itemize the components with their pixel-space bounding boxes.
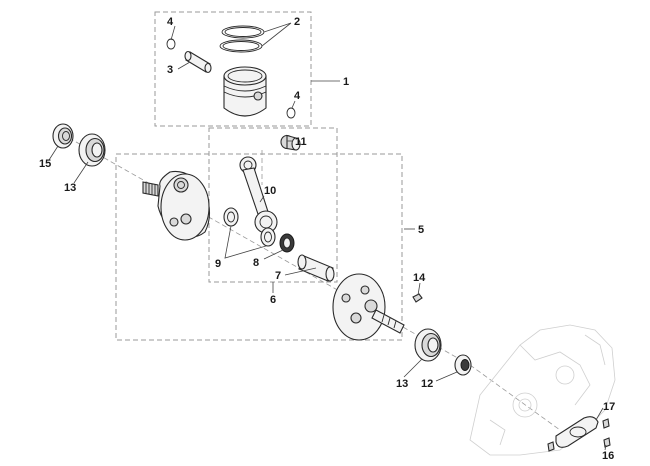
case-axis-line — [469, 364, 561, 431]
callout-7: 7 — [275, 270, 281, 282]
connecting-rod — [239, 156, 278, 234]
engine-case-ghost — [469, 324, 616, 456]
callout-2: 2 — [294, 16, 300, 28]
oil-seal — [52, 123, 74, 149]
conrod-group-box — [208, 127, 338, 283]
callout-10: 10 — [264, 185, 276, 197]
crankshaft-left-half — [142, 170, 211, 241]
crank-pin — [297, 254, 335, 282]
cover-plate — [555, 416, 599, 448]
crankshaft-group-box — [115, 153, 403, 341]
leader-lines — [48, 22, 607, 451]
callout-9: 9 — [215, 258, 221, 270]
callout-3: 3 — [167, 64, 173, 76]
callout-14: 14 — [413, 272, 426, 284]
callout-6: 6 — [270, 294, 276, 306]
callout-4-lower: 4 — [294, 90, 301, 102]
small-end-bearing — [280, 134, 301, 151]
main-bearing-right — [414, 328, 442, 362]
callout-labels: 4 2 3 1 4 11 15 13 10 5 9 8 7 14 6 13 12… — [39, 16, 615, 462]
callout-1: 1 — [343, 76, 349, 88]
big-end-bearing — [279, 233, 295, 253]
main-bearing-left — [78, 133, 106, 167]
callout-13-right: 13 — [396, 378, 408, 390]
callout-4-upper: 4 — [167, 16, 174, 28]
callout-16: 16 — [602, 450, 614, 462]
spacer-ring — [454, 354, 472, 376]
thrust-washers — [223, 207, 276, 247]
circlip-upper — [166, 38, 176, 50]
callout-17: 17 — [603, 401, 615, 413]
woodruff-key — [412, 293, 423, 303]
crankshaft-right-half — [332, 273, 405, 341]
circlip-lower — [286, 107, 296, 119]
main-axis-line — [61, 133, 471, 366]
screws — [547, 418, 611, 452]
piston-group-box — [154, 11, 312, 127]
callout-12: 12 — [421, 378, 433, 390]
callout-13-left: 13 — [64, 182, 76, 194]
callout-15: 15 — [39, 158, 51, 170]
callout-5: 5 — [418, 224, 424, 236]
piston — [223, 66, 267, 117]
callout-11: 11 — [295, 136, 307, 148]
piston-pin — [184, 50, 212, 74]
callout-8: 8 — [253, 257, 259, 269]
piston-rings — [219, 25, 265, 53]
